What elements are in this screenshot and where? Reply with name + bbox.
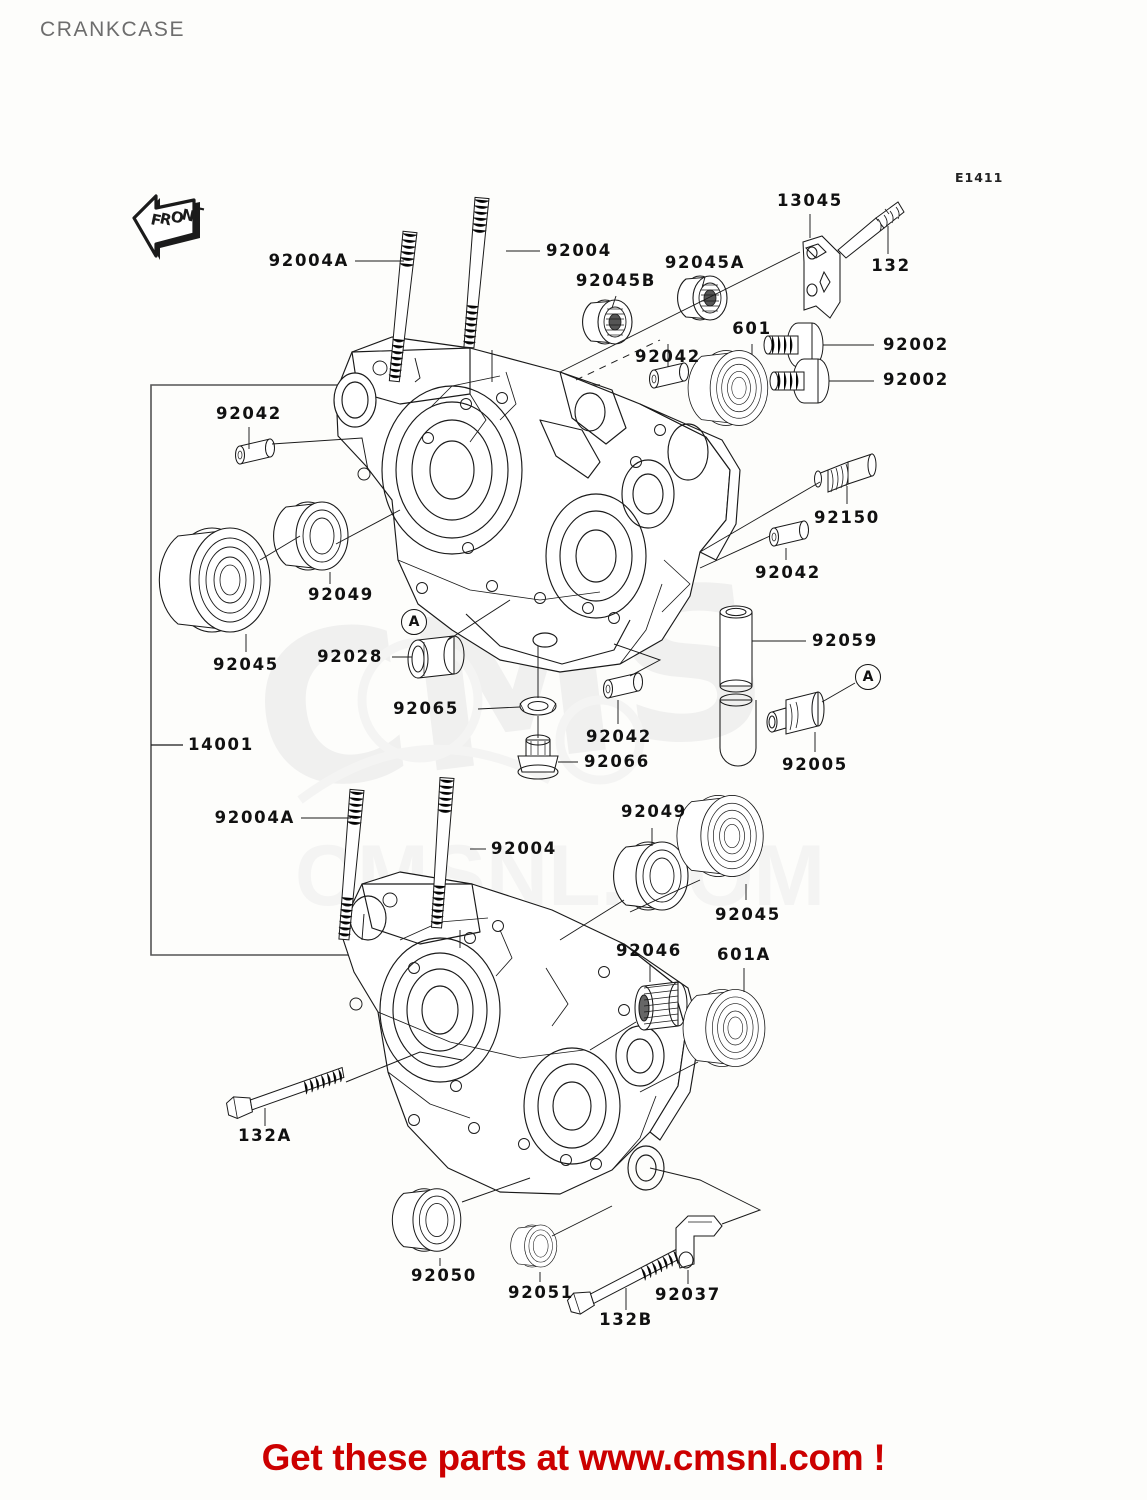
diagram-code: E1411 <box>955 170 1004 185</box>
footer-cta[interactable]: Get these parts at www.cmsnl.com ! <box>261 1437 886 1478</box>
leader-132a <box>264 1051 463 1126</box>
leader-92050 <box>439 1177 531 1266</box>
part-92045-lower <box>676 795 764 877</box>
part-92045-left <box>158 527 271 633</box>
leader-92005 <box>814 682 856 752</box>
part-label-ball-bearing-92045-lower[interactable]: 92045 <box>715 904 781 924</box>
part-132b-bolt <box>562 1248 688 1318</box>
part-label-dowel-pin-left-upper[interactable]: 92042 <box>216 403 282 423</box>
lower-crankcase-half <box>339 871 701 1195</box>
leader-92066 <box>537 716 578 763</box>
part-label-ball-bearing-92045-left[interactable]: 92045 <box>213 654 279 674</box>
svg-text:F: F <box>149 210 163 230</box>
reference-marker-ref-a-upper-right: A <box>855 664 881 690</box>
part-label-stopper-bracket-13045[interactable]: 13045 <box>777 190 843 210</box>
part-label-tube-92059[interactable]: 92059 <box>812 630 878 650</box>
part-92066-plug <box>517 734 559 780</box>
part-label-stud-bolt-lower-left[interactable]: 92004A <box>214 807 295 827</box>
part-92042-right-middle <box>769 520 809 547</box>
leader-lower-studs <box>301 817 486 948</box>
front-arrow-icon: F R O N T <box>126 190 212 268</box>
leader-92049-lower <box>559 828 653 941</box>
part-label-oil-seal-92050[interactable]: 92050 <box>411 1265 477 1285</box>
part-92028-bushing <box>407 635 465 679</box>
part-92042-left-upper <box>235 438 275 465</box>
leader-92045-lower <box>629 879 747 913</box>
part-label-bolt-132[interactable]: 132 <box>871 255 911 275</box>
part-92004-upper <box>461 196 490 349</box>
leader-92042-center-lower <box>613 643 662 724</box>
page-title: CRANKCASE <box>40 18 186 41</box>
part-601a-bearing <box>682 989 766 1067</box>
part-132-bolt <box>837 201 905 259</box>
leader-92042-right <box>699 535 787 569</box>
part-92045a <box>677 275 728 321</box>
leader-92037 <box>649 1167 762 1284</box>
reference-marker-ref-a-upper-left: A <box>401 609 427 635</box>
leader-92042-left <box>248 427 369 471</box>
svg-text:T: T <box>191 203 206 223</box>
svg-text:N: N <box>180 205 196 225</box>
part-13045-bracket <box>802 235 841 319</box>
part-label-stud-bolt-upper-left[interactable]: 92004A <box>268 250 349 270</box>
part-label-ball-bearing-601[interactable]: 601 <box>732 318 772 338</box>
part-label-stud-bolt-upper-center[interactable]: 92004 <box>546 240 612 260</box>
part-label-bolt-132b[interactable]: 132B <box>599 1309 653 1329</box>
leader-92002 <box>823 344 874 382</box>
leader-92051 <box>539 1205 613 1282</box>
part-92049-lower <box>613 841 689 911</box>
part-label-screw-92002-upper[interactable]: 92002 <box>883 334 949 354</box>
part-label-bushing-92028[interactable]: 92028 <box>317 646 383 666</box>
part-label-screw-92002-lower[interactable]: 92002 <box>883 369 949 389</box>
part-92037-clamp <box>675 1215 723 1269</box>
part-92050-seal <box>391 1188 462 1252</box>
part-92065-gasket <box>519 696 557 716</box>
part-92150-bolt <box>814 453 877 493</box>
svg-text:R: R <box>158 209 173 229</box>
leader-lines-upper-studs <box>355 250 540 383</box>
leader-92046 <box>589 964 651 1051</box>
part-label-gasket-92065[interactable]: 92065 <box>393 698 459 718</box>
part-92051-seal <box>510 1224 558 1268</box>
part-label-needle-bearing-92046[interactable]: 92046 <box>616 940 682 960</box>
part-label-dowel-pin-center-lower[interactable]: 92042 <box>586 726 652 746</box>
part-92005-fitting <box>766 691 825 735</box>
upper-crankcase-half <box>333 336 741 673</box>
part-label-oil-seal-92049-lower[interactable]: 92049 <box>621 801 687 821</box>
part-label-ball-bearing-92045b[interactable]: 92045B <box>575 270 657 290</box>
part-label-ball-bearing-92045a[interactable]: 92045A <box>664 252 746 272</box>
leader-601a <box>639 968 745 1093</box>
leader-92028 <box>392 599 511 658</box>
part-label-clamp-92037[interactable]: 92037 <box>655 1284 721 1304</box>
leader-92049-upper <box>329 509 401 584</box>
part-label-ball-bearing-601a[interactable]: 601A <box>716 944 772 964</box>
part-label-dowel-pin-upper-center[interactable]: 92042 <box>635 346 701 366</box>
part-132a-bolt <box>223 1067 349 1121</box>
part-92049-upper <box>273 501 349 571</box>
part-label-bolt-132a[interactable]: 132A <box>237 1125 293 1145</box>
part-label-oil-seal-92051[interactable]: 92051 <box>508 1282 574 1302</box>
part-label-crankcase-assembly-14001[interactable]: 14001 <box>188 734 254 754</box>
part-label-fitting-92005[interactable]: 92005 <box>782 754 848 774</box>
part-label-dowel-pin-right-middle[interactable]: 92042 <box>755 562 821 582</box>
part-label-drain-plug-92066[interactable]: 92066 <box>584 751 650 771</box>
part-92042-upper-center <box>649 362 689 389</box>
svg-text:O: O <box>169 207 185 227</box>
part-92059-tube <box>719 605 757 767</box>
part-92002-lower <box>769 358 830 404</box>
part-92046-needle-bearing <box>634 981 688 1031</box>
leader-92065 <box>477 646 539 710</box>
part-92045b <box>582 299 633 345</box>
part-label-stud-bolt-lower-center[interactable]: 92004 <box>491 838 557 858</box>
part-label-oil-seal-92049-upper[interactable]: 92049 <box>308 584 374 604</box>
leader-92150 <box>699 481 848 553</box>
part-label-bolt-92150[interactable]: 92150 <box>814 507 880 527</box>
leader-92045-left <box>245 535 301 652</box>
